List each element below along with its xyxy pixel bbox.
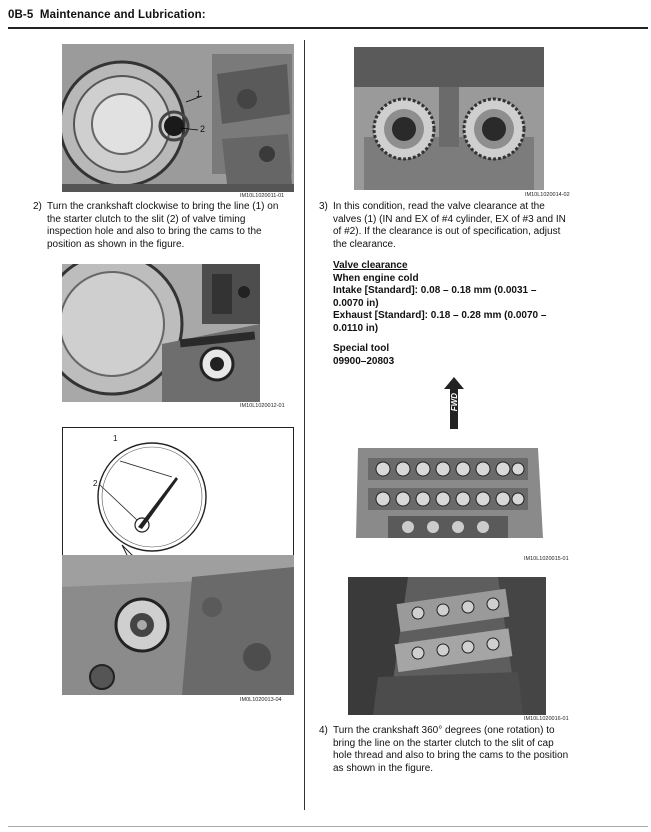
step-line: position as shown in the figure. (47, 238, 185, 250)
spec-intake: Intake [Standard]: 0.08 – 0.18 mm (0.003… (333, 285, 537, 296)
step-line: Turn the crankshaft 360° degrees (one ro… (333, 725, 555, 736)
step-line: In this condition, read the valve cleara… (333, 201, 545, 212)
section-title: Maintenance and Lubrication: (39, 9, 206, 21)
step-line: Turn the crankshaft clockwise to bring t… (47, 201, 279, 212)
header-rule (8, 27, 648, 29)
spec-condition: When engine cold (333, 272, 419, 284)
figure-starter-clutch-cover (62, 44, 294, 192)
valve-clearance-spec: Valve clearance When engine cold Intake … (333, 260, 583, 368)
figure-timing-inspection (62, 264, 260, 402)
special-tool-title: Special tool (333, 343, 390, 354)
step-line: of #2). If the clearance is out of speci… (333, 226, 561, 237)
figure-caption: IM10L1020015-01 (524, 556, 569, 562)
step-line: as shown in the figure. (333, 762, 434, 774)
step-line: bring the line on the starter clutch to … (333, 737, 554, 749)
fwd-label: FWD (450, 393, 459, 412)
figure-caption: IM0L1020013-04 (240, 697, 282, 703)
figure-caption: IM10L1020016-01 (524, 716, 569, 722)
special-tool-number: 09900–20803 (333, 355, 395, 367)
page-header: 0B-5 Maintenance and Lubrication: (8, 9, 206, 21)
figure-starter-clutch-line-detail (62, 427, 294, 695)
figure-caption: IM10L1020014-02 (525, 192, 570, 198)
step-line: inspection hole and also to bring the ca… (47, 226, 262, 237)
callout-label-2: 2 (200, 124, 206, 134)
footer-rule (8, 826, 648, 827)
step-4: 4) Turn the crankshaft 360° degrees (one… (319, 725, 589, 777)
callout-label-1: 1 (196, 89, 202, 99)
figure-caption: IM10L1020012-01 (240, 403, 285, 409)
column-divider (304, 40, 305, 810)
spec-exhaust: Exhaust [Standard]: 0.18 – 0.28 mm (0.00… (333, 310, 547, 321)
fwd-arrow (442, 377, 466, 429)
step-2: 2) Turn the crankshaft clockwise to brin… (33, 201, 301, 253)
step-line: the starter clutch to the slit (2) of va… (47, 213, 246, 225)
step-line: the clearance. (333, 238, 396, 250)
figure-caption: IM10L1020011-01 (240, 193, 285, 199)
callout-label-2: 2 (93, 479, 98, 488)
step-number: 3) (319, 201, 328, 212)
callout-label-1: 1 (113, 434, 118, 443)
figure-valve-train-closeup (348, 577, 546, 715)
spec-intake-cont: 0.0070 in) (333, 297, 379, 309)
step-number: 4) (319, 725, 328, 736)
step-3: 3) In this condition, read the valve cle… (319, 201, 581, 253)
section-number: 0B-5 (8, 9, 34, 21)
figure-cylinder-head-top (348, 438, 546, 556)
spec-exhaust-cont: 0.0110 in) (333, 322, 379, 334)
spec-title: Valve clearance (333, 260, 408, 271)
step-line: hole thread and also to bring the cams t… (333, 750, 569, 761)
step-line: valves (1) (IN and EX of #4 cylinder, EX… (333, 213, 566, 225)
figure-camshaft-sprockets (354, 47, 544, 190)
step-number: 2) (33, 201, 42, 212)
